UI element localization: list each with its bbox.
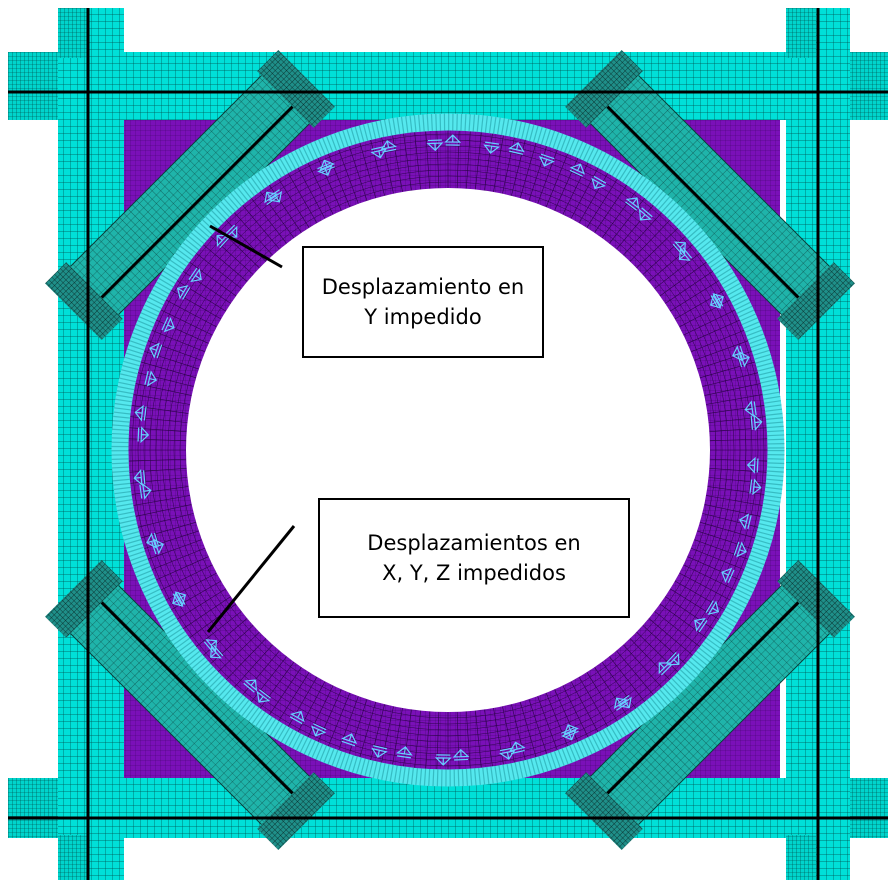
diagonal-braces xyxy=(45,50,855,850)
support-inner-6-icon xyxy=(563,724,579,738)
support-outer-9-icon xyxy=(311,723,327,737)
support-outer-11-icon xyxy=(210,644,224,659)
support-inner-29-icon xyxy=(638,207,653,221)
support-outer-13-icon xyxy=(146,532,160,549)
support-outer-0-icon xyxy=(749,478,762,496)
support-inner-17-icon xyxy=(137,426,150,444)
support-inner-0-icon xyxy=(746,456,759,474)
support-inner-25-icon xyxy=(426,139,444,152)
support-inner-9-icon xyxy=(395,746,413,759)
callout-y-fixed: Desplazamiento en Y impedido xyxy=(302,246,544,358)
top-beam xyxy=(8,52,888,120)
support-outer-8-icon xyxy=(371,745,388,758)
callout-y-line2: Y impedido xyxy=(364,305,482,329)
support-outer-25-icon xyxy=(625,197,640,211)
support-outer-10-icon xyxy=(256,689,271,703)
support-outer-7-icon xyxy=(434,754,452,766)
support-inner-28-icon xyxy=(591,175,607,190)
support-outer-16-icon xyxy=(149,342,163,359)
support-outer-4-icon xyxy=(617,694,632,709)
support-inner-18-icon xyxy=(144,370,158,387)
support-inner-16-icon xyxy=(139,482,152,500)
support-inner-15-icon xyxy=(150,538,164,555)
callout-y-line1: Desplazamiento en xyxy=(321,274,525,299)
support-outer-14-icon xyxy=(133,469,146,486)
support-outer-24-icon xyxy=(569,163,585,177)
support-inner-4-icon xyxy=(658,662,672,676)
support-inner-1-icon xyxy=(738,513,752,530)
support-outer-5-icon xyxy=(560,727,577,741)
callout-xyz-line2: X, Y, Z impedidos xyxy=(382,561,566,585)
callout-xyz-line1: Desplazamientos en xyxy=(367,530,581,555)
support-inner-27-icon xyxy=(538,153,555,167)
bottom-beam xyxy=(8,778,888,838)
support-outer-29-icon xyxy=(750,414,763,431)
support-outer-17-icon xyxy=(176,284,191,300)
support-outer-23-icon xyxy=(508,142,525,155)
support-outer-1-icon xyxy=(733,541,747,558)
support-inner-2-icon xyxy=(721,567,735,584)
leader-line-y xyxy=(209,224,283,269)
callout-xyz-fixed: Desplazamientos en X, Y, Z impedidos xyxy=(318,498,630,618)
support-inner-26-icon xyxy=(483,141,501,154)
support-inner-8-icon xyxy=(452,748,470,761)
support-inner-31-icon xyxy=(709,293,724,309)
support-inner-3-icon xyxy=(694,617,708,633)
support-inner-33-icon xyxy=(744,400,757,418)
support-outer-19-icon xyxy=(264,191,279,206)
bolt-lines xyxy=(8,8,888,880)
support-inner-11-icon xyxy=(289,710,305,725)
support-outer-27-icon xyxy=(710,293,724,308)
leader-line-xyz xyxy=(206,525,296,633)
support-outer-20-icon xyxy=(319,159,336,173)
support-symbols xyxy=(133,134,763,766)
support-outer-21-icon xyxy=(380,140,397,153)
support-inner-12-icon xyxy=(243,679,258,693)
support-inner-10-icon xyxy=(341,733,358,747)
support-inner-20-icon xyxy=(188,267,202,283)
support-outer-26-icon xyxy=(672,241,686,256)
support-inner-19-icon xyxy=(161,316,175,333)
support-inner-14-icon xyxy=(172,591,187,607)
support-outer-22-icon xyxy=(444,134,462,146)
support-outer-28-icon xyxy=(736,351,750,368)
support-inner-23-icon xyxy=(317,162,333,176)
support-inner-32-icon xyxy=(732,345,746,362)
support-outer-15-icon xyxy=(134,404,147,422)
support-outer-18-icon xyxy=(216,234,230,249)
support-outer-6-icon xyxy=(499,747,516,760)
support-outer-2-icon xyxy=(705,600,720,616)
support-outer-12-icon xyxy=(172,592,186,607)
support-outer-3-icon xyxy=(666,651,680,666)
